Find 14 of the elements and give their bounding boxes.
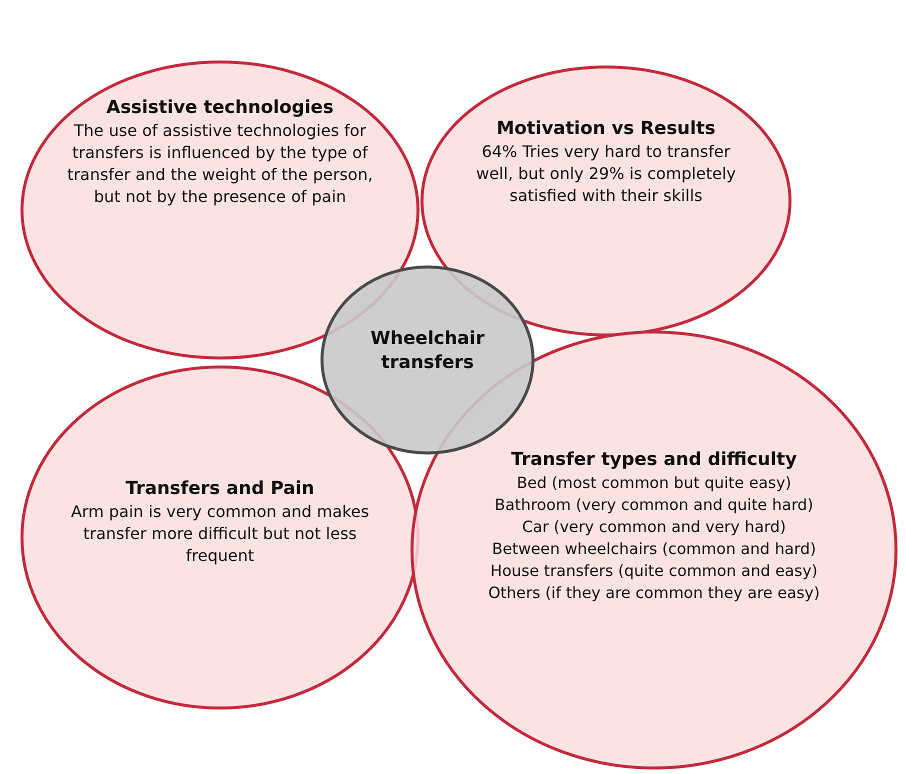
circle-text: Others (if they are common they are easy) — [487, 583, 821, 604]
circle-text: Car (very common and very hard) — [521, 517, 787, 538]
circle-text: The use of assistive technologies for transfers is influenced by the type of transfer and the weight of the person, but not by the presence of pain — [66, 120, 374, 208]
circle-heading: Wheelchair transfers — [370, 327, 486, 375]
circle-text: Bathroom (very common and quite hard) — [494, 495, 814, 516]
circle-heading: Transfer types and difficulty — [510, 448, 798, 472]
circle-text: Arm pain is very common and makes transfer more difficult but not less frequent — [70, 501, 370, 567]
circle-text: Bed (most common but quite easy) — [516, 473, 792, 494]
circle-heading: Assistive technologies — [105, 96, 335, 120]
circle-text: House transfers (quite common and easy) — [489, 561, 819, 582]
circle-heading: Motivation vs Results — [496, 117, 716, 141]
circle-text: 64% Tries very hard to transfer well, but only 29% is completely satisfied with their skills — [475, 141, 737, 207]
circle-heading: Transfers and Pain — [124, 477, 316, 501]
circle-text: Between wheelchairs (common and hard) — [490, 539, 818, 560]
